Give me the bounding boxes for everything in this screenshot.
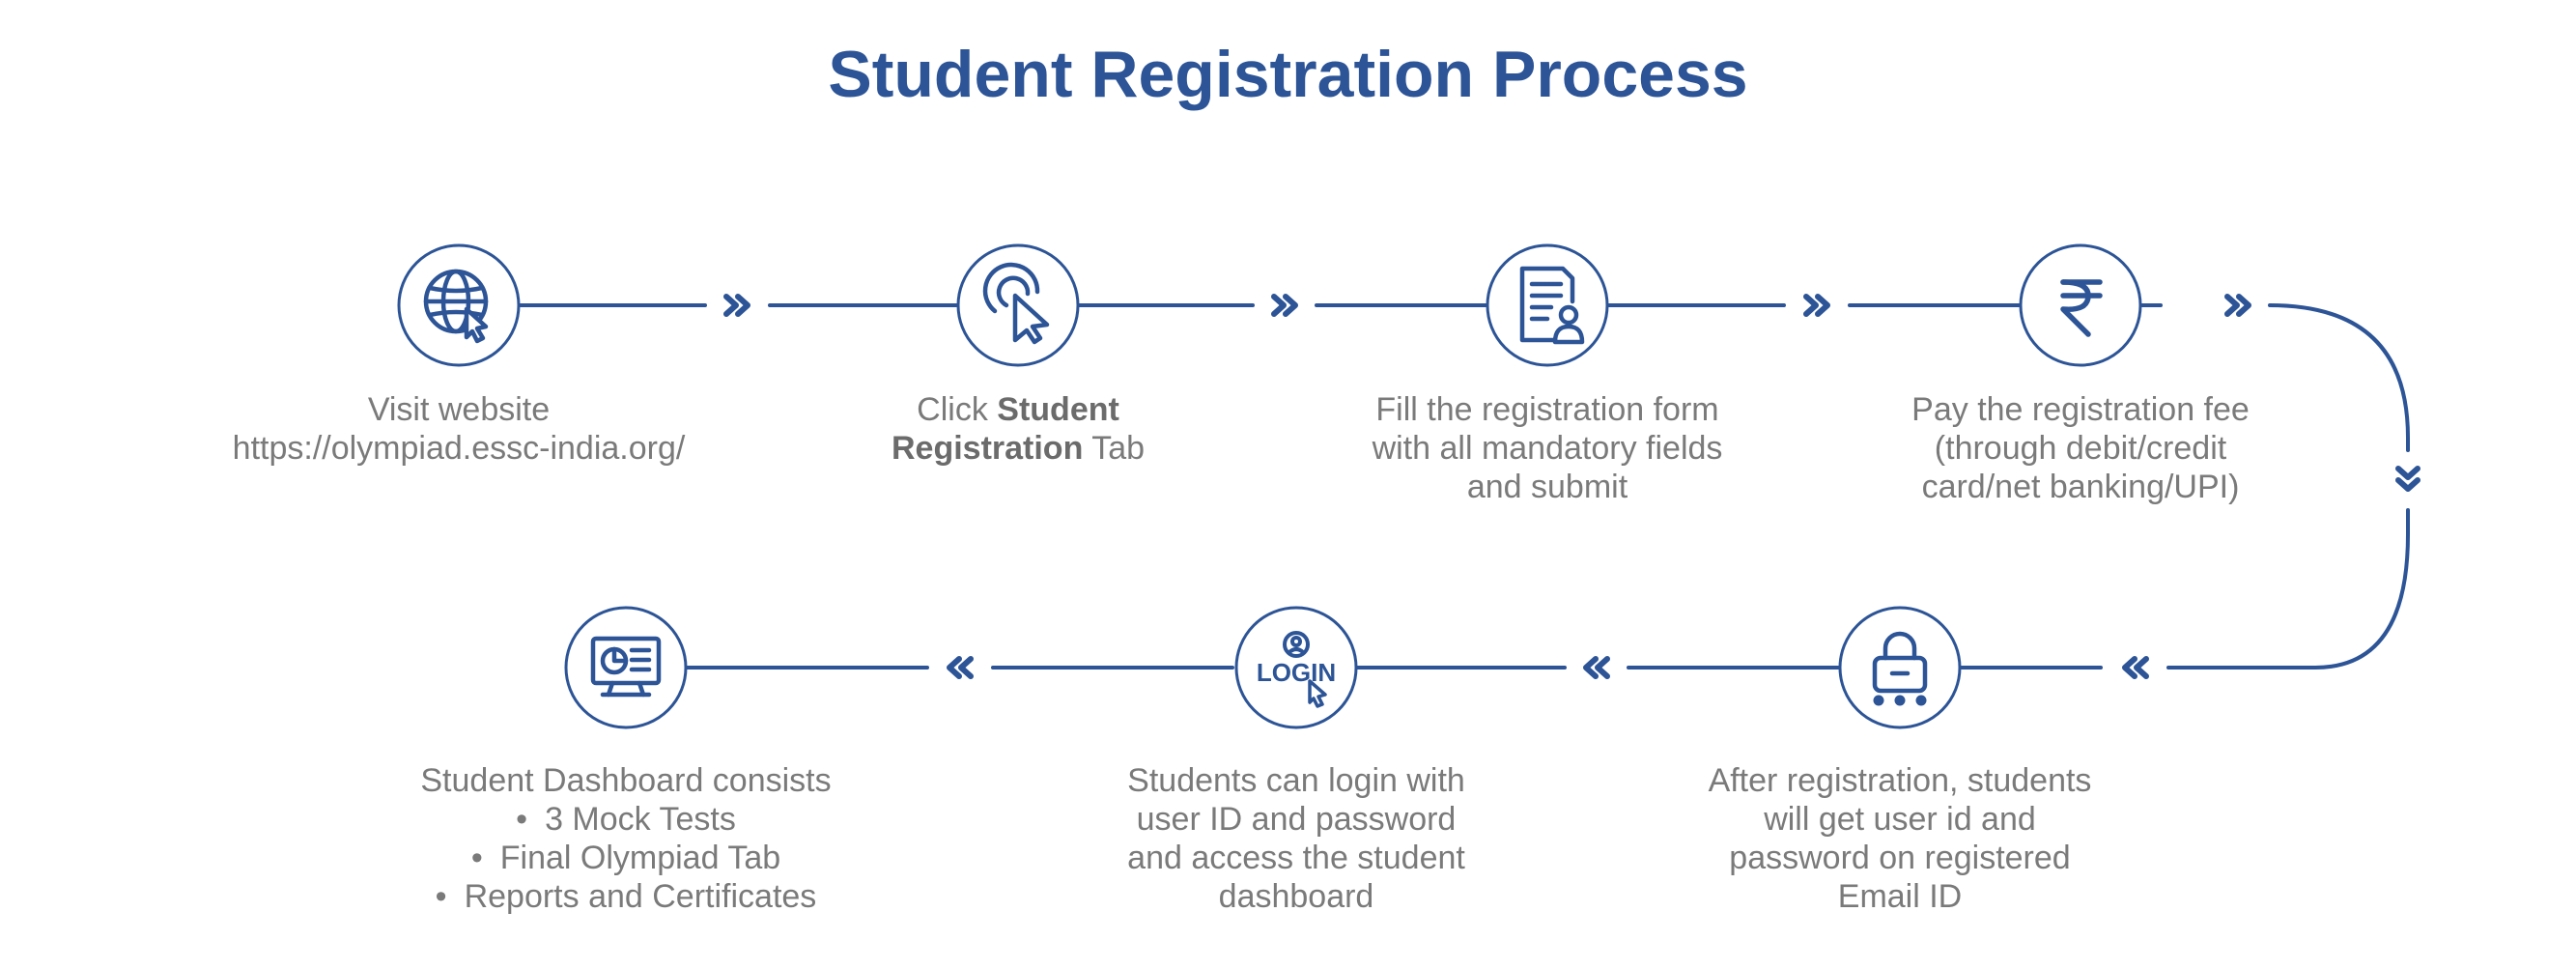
list-item: Final Olympiad Tab — [365, 839, 887, 877]
step-circle — [397, 243, 521, 367]
step-2-caption: Click Student Registration Tab — [825, 390, 1211, 468]
step-6-line: user ID and password — [1136, 801, 1457, 838]
lock-password-icon — [1872, 631, 1928, 706]
step-circle — [1234, 606, 1358, 729]
double-chevron-left-icon — [947, 656, 974, 679]
form-user-icon — [1519, 266, 1585, 345]
step-3-line: Fill the registration form — [1375, 391, 1719, 428]
double-chevron-left-icon — [1583, 656, 1610, 679]
step-6-line: Students can login with — [1127, 762, 1465, 799]
step-6-line: and access the student — [1127, 840, 1465, 876]
step-6-line: dashboard — [1218, 878, 1374, 915]
step-5-caption: After registration, students will get us… — [1639, 761, 2161, 916]
globe-cursor-icon — [423, 269, 489, 344]
step-5-line: will get user id and — [1764, 801, 2036, 838]
step-2-bold-student: Student — [997, 391, 1119, 428]
double-chevron-left-icon — [2122, 656, 2149, 679]
step-2-prefix: Click — [917, 391, 988, 428]
step-5-line: Email ID — [1837, 878, 1963, 915]
double-chevron-right-icon — [723, 294, 750, 317]
double-chevron-right-icon — [2224, 294, 2251, 317]
step-5-line: After registration, students — [1708, 762, 2092, 799]
dashboard-bullet-list: 3 Mock Tests Final Olympiad Tab Reports … — [365, 800, 887, 916]
step-4-line: card/net banking/UPI) — [1921, 469, 2240, 505]
step-5-line: password on registered — [1729, 840, 2071, 876]
tap-pointer-icon — [982, 262, 1050, 345]
double-chevron-right-icon — [1271, 294, 1298, 317]
step-7-heading: Student Dashboard consists — [420, 762, 832, 799]
step-1-url: https://olympiad.essc-india.org/ — [232, 430, 686, 467]
step-6-caption: Students can login with user ID and pass… — [1045, 761, 1547, 916]
dashboard-monitor-icon — [590, 636, 662, 698]
step-2-suffix: Tab — [1091, 430, 1146, 467]
step-1-caption: Visit website https://olympiad.essc-indi… — [169, 390, 749, 468]
list-item: 3 Mock Tests — [365, 800, 887, 839]
connector-curve — [2268, 303, 2410, 452]
step-circle — [956, 243, 1080, 367]
step-4-line: (through debit/credit — [1934, 430, 2227, 467]
step-3-line: with all mandatory fields — [1372, 430, 1723, 467]
step-3-caption: Fill the registration form with all mand… — [1306, 390, 1789, 506]
rupee-icon — [2060, 279, 2103, 337]
step-4-caption: Pay the registration fee (through debit/… — [1839, 390, 2322, 506]
double-chevron-down-icon — [2395, 466, 2420, 492]
connector-curve — [2166, 508, 2410, 670]
step-circle — [1838, 606, 1962, 729]
page-title: Student Registration Process — [828, 38, 1748, 111]
step-7-caption: Student Dashboard consists 3 Mock Tests … — [365, 761, 887, 916]
list-item: Reports and Certificates — [365, 877, 887, 916]
login-icon: LOGIN — [1257, 631, 1336, 708]
step-2-bold-registration: Registration — [891, 430, 1084, 467]
step-1-line: Visit website — [367, 391, 551, 428]
double-chevron-right-icon — [1803, 294, 1830, 317]
login-icon-text: LOGIN — [1257, 658, 1336, 687]
step-3-line: and submit — [1466, 469, 1628, 505]
step-4-line: Pay the registration fee — [1911, 391, 2250, 428]
